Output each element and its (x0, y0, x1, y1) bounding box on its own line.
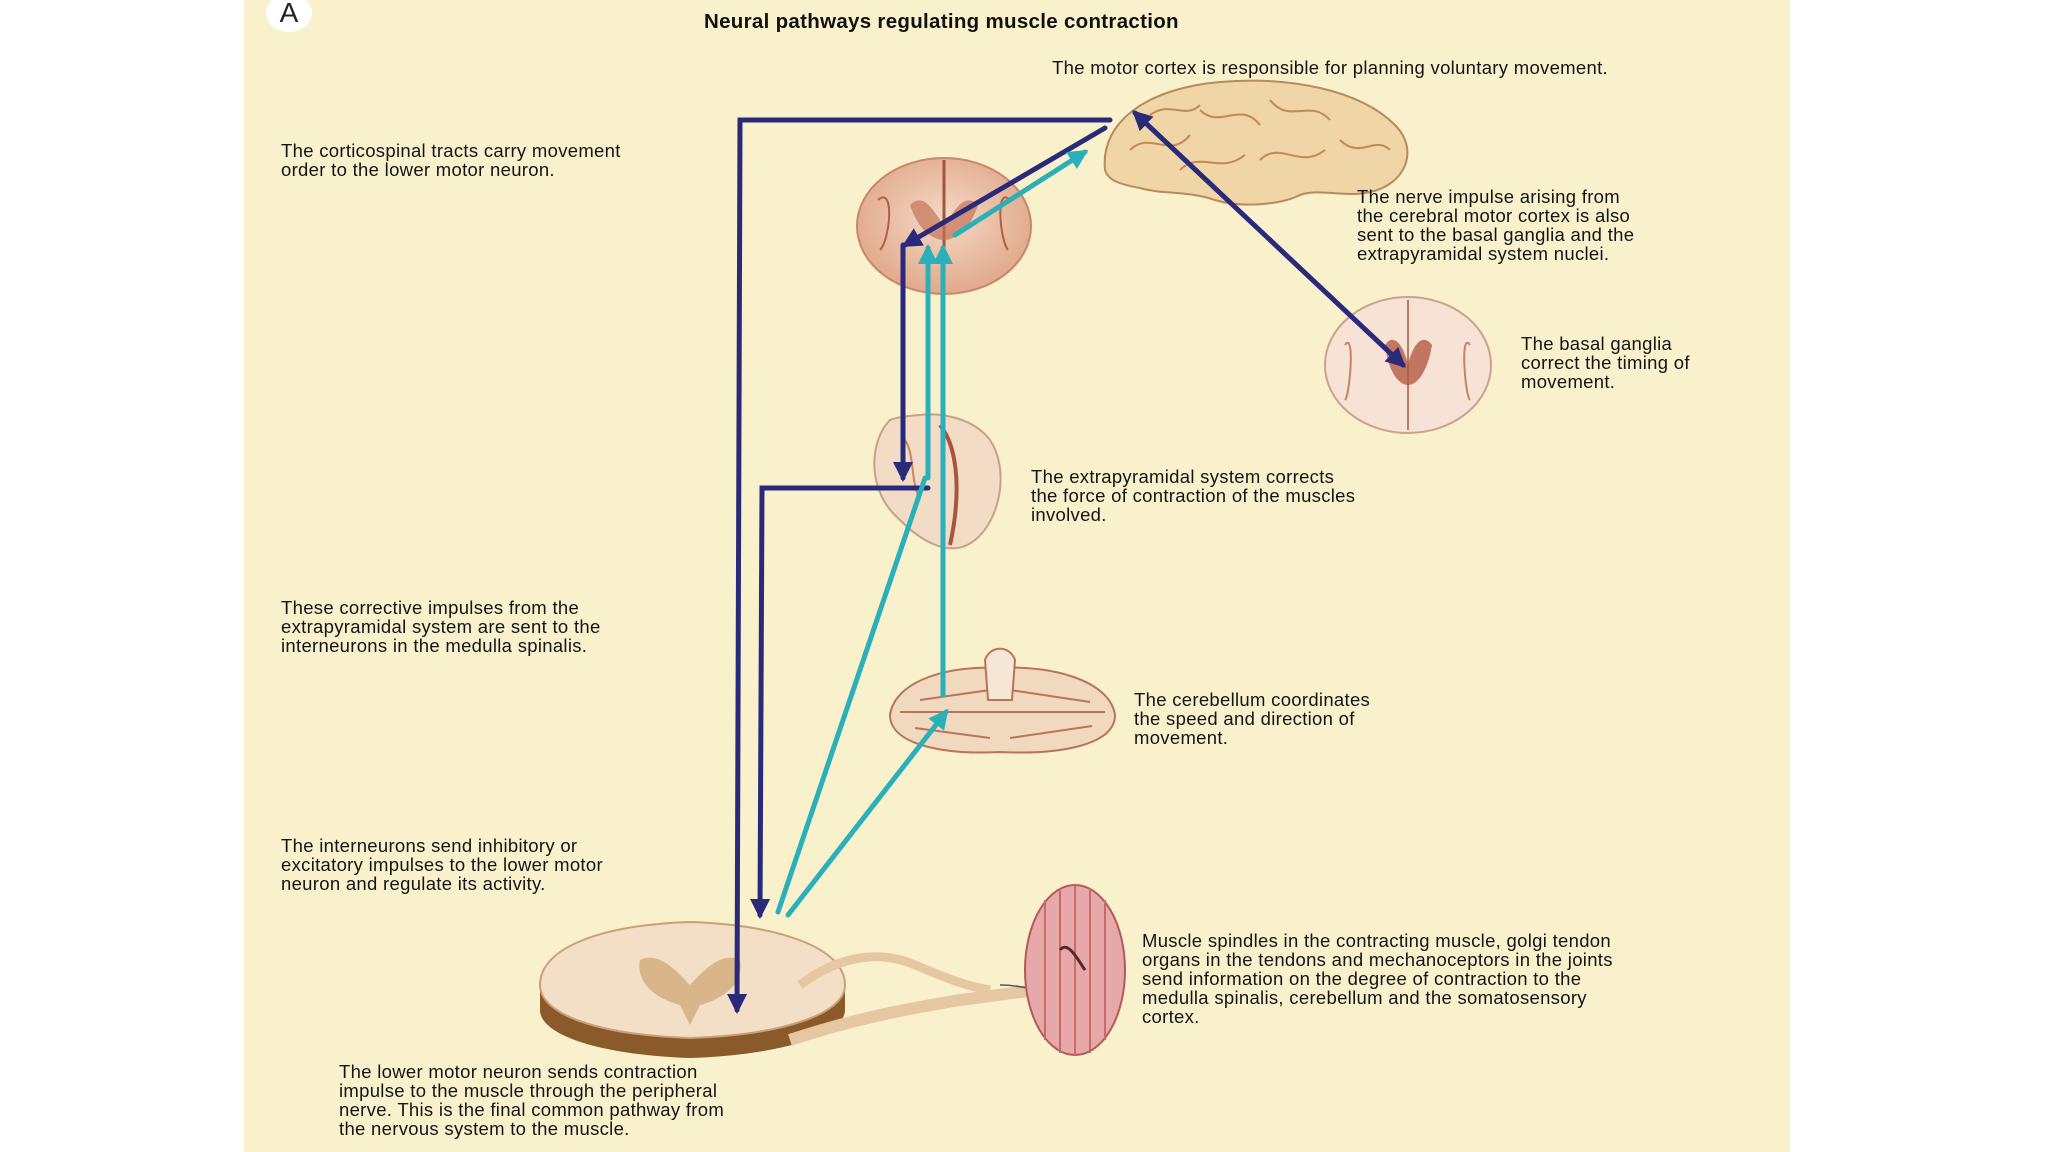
figure-title: Neural pathways regulating muscle contra… (704, 10, 1179, 33)
nerve-impulse-label: The nerve impulse arising from the cereb… (1357, 186, 1635, 264)
motor-pathway-arrows (727, 110, 1406, 1014)
corticospinal-label: The corticospinal tracts carry movement … (281, 140, 621, 180)
spinal-cord-icon (538, 920, 847, 1058)
muscle-spindles-label: Muscle spindles in the contracting muscl… (1142, 930, 1613, 1027)
muscle-icon (1024, 884, 1126, 1056)
sensory-pathway-arrows (775, 149, 1089, 918)
cerebellum-icon (888, 647, 1117, 754)
interneurons-label: The interneurons send inhibitory or exci… (281, 835, 603, 894)
extrapyramidal-label: The extrapyramidal system corrects the f… (1031, 466, 1356, 525)
panel-label: A (266, 0, 312, 32)
basal-ganglia-label: The basal ganglia correct the timing of … (1521, 333, 1690, 392)
cerebellum-label: The cerebellum coordinates the speed and… (1134, 689, 1371, 748)
lower-motor-neuron-label: The lower motor neuron sends contraction… (339, 1061, 725, 1139)
motor-cortex-label: The motor cortex is responsible for plan… (1052, 57, 1608, 78)
corrective-impulses-label: These corrective impulses from the extra… (281, 597, 601, 656)
brainstem-section-icon (873, 413, 1002, 550)
